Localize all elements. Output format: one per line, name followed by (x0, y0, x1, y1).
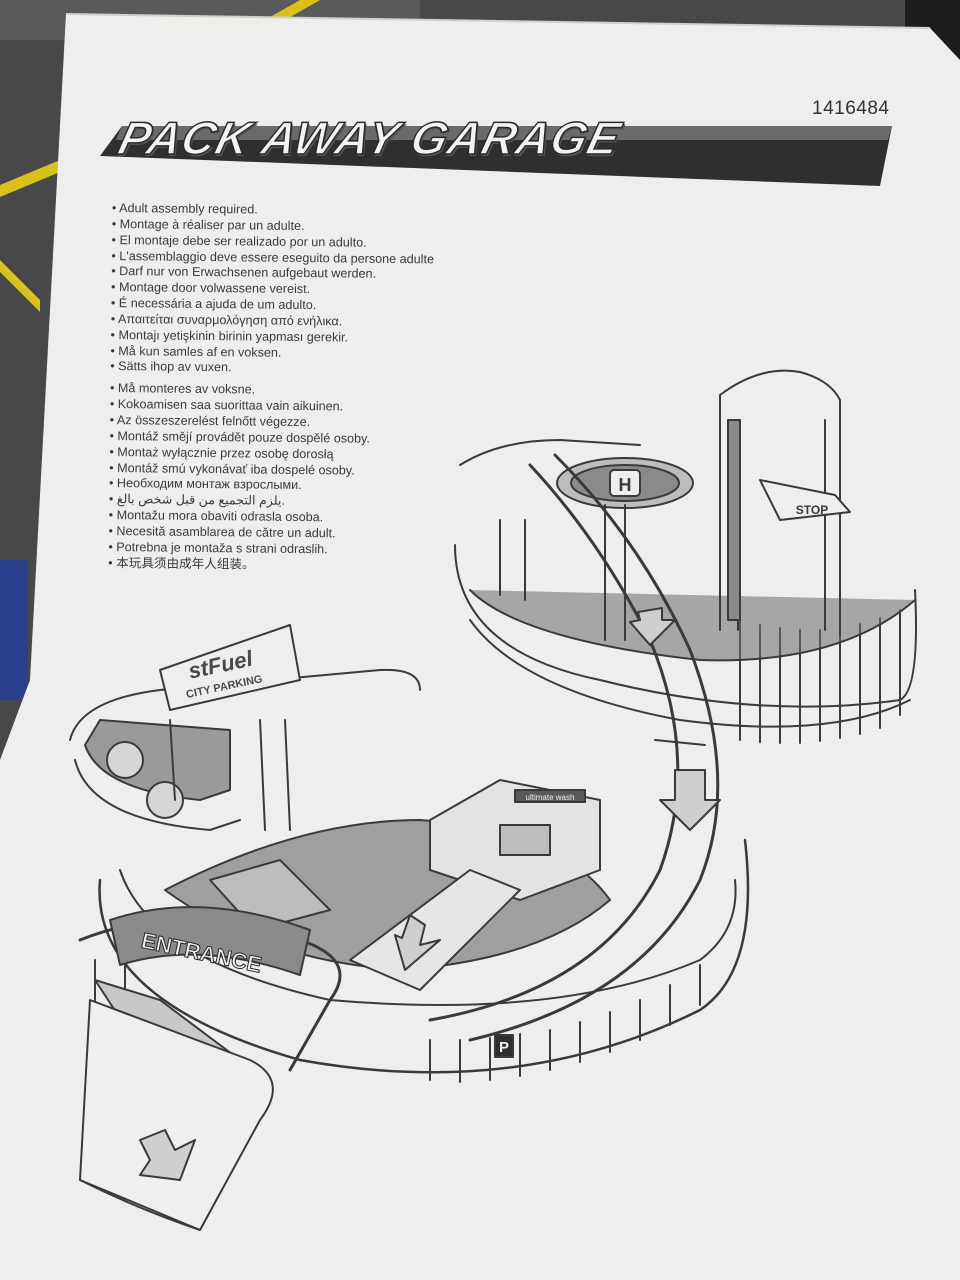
lower-ramp (349, 869, 521, 991)
wash-sign-text: ultimate wash (526, 793, 575, 802)
item-number: 1416484 (812, 98, 890, 119)
spiral-ramp (428, 453, 721, 1042)
blue-mat-edge (0, 560, 28, 700)
title-banner (100, 126, 892, 186)
upper-parking-level: stFuel CITY PARKING (69, 624, 421, 831)
stop-sign-text: STOP (796, 503, 828, 517)
stop-tower: STOP (719, 369, 851, 636)
parking-letter: P (499, 1039, 509, 1056)
helipad-letter: H (619, 475, 632, 495)
entrance-gate: ENTRANCE P (78, 906, 514, 1231)
rear-drum (454, 544, 917, 744)
